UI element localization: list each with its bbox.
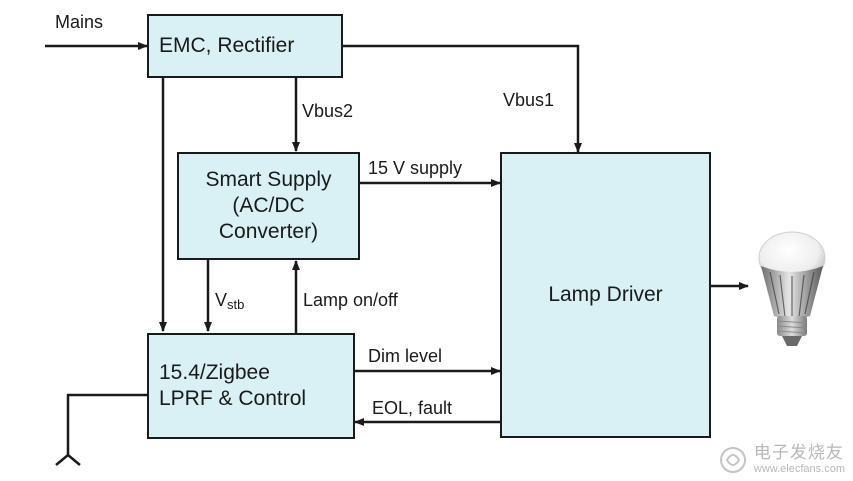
smart-supply-line-2: (AC/DC xyxy=(232,193,305,217)
mains-label: Mains xyxy=(55,12,104,32)
watermark-logo-icon xyxy=(719,446,746,473)
lamp-driver-block: Lamp Driver xyxy=(500,152,711,438)
watermark-chinese-text: 电子发烧友 xyxy=(753,443,844,463)
lprf-control-line-1: 15.4/Zigbee xyxy=(159,360,270,384)
antenna-symbol xyxy=(55,453,81,466)
vstb-main: V xyxy=(215,290,228,310)
vbus2-label: Vbus2 xyxy=(302,101,354,121)
vbus1-wire xyxy=(342,44,582,153)
supply-15v-label: 15 V supply xyxy=(368,158,463,178)
smart-supply-block: Smart Supply (AC/DC Converter) xyxy=(177,152,360,260)
watermark-url-text: www.elecfans.com xyxy=(753,462,845,475)
vstb-subscript: stb xyxy=(227,297,245,312)
smart-supply-line-1: Smart Supply xyxy=(205,167,332,191)
vbus1-label: Vbus1 xyxy=(503,90,555,110)
lamp-onoff-label: Lamp on/off xyxy=(303,290,398,310)
emc-rectifier-label: EMC, Rectifier xyxy=(159,33,295,57)
smart-supply-line-3: Converter) xyxy=(218,220,319,244)
antenna-wire xyxy=(66,393,148,455)
eol-fault-label: EOL, fault xyxy=(372,398,453,418)
dim-level-label: Dim level xyxy=(368,346,443,366)
lamp-driver-label: Lamp Driver xyxy=(548,282,663,306)
emc-rectifier-block: EMC, Rectifier xyxy=(147,14,343,78)
vstb-label: Vstb xyxy=(215,290,244,312)
watermark: 电子发烧友 www.elecfans.com xyxy=(718,444,845,475)
lprf-control-line-2: LPRF & Control xyxy=(159,387,307,410)
lprf-control-block: 15.4/Zigbee LPRF & Control xyxy=(147,333,355,439)
light-bulb-icon xyxy=(758,231,826,346)
